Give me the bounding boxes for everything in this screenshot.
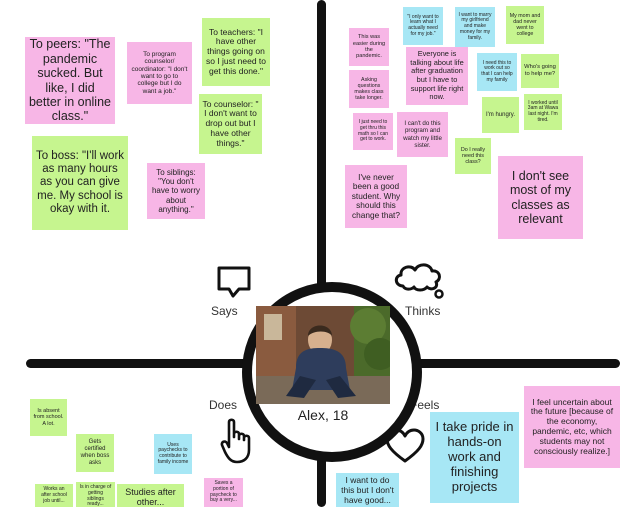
thinks-note-who-helps[interactable]: Who's going to help me? <box>521 54 559 88</box>
feels-note-want-to-do[interactable]: I want to do this but I don't have good.… <box>336 473 399 507</box>
speech-bubble-icon <box>217 266 251 298</box>
thinks-note-math[interactable]: I just need to get thru this math so I c… <box>353 113 393 150</box>
thought-cloud-icon <box>394 263 444 299</box>
thinks-note-wawa[interactable]: I worked until 3am at Wawa last night. I… <box>524 94 562 130</box>
says-note-boss[interactable]: To boss: "I'll work as many hours as you… <box>32 136 128 230</box>
feels-note-uncertain[interactable]: I feel uncertain about the future [becau… <box>524 386 620 468</box>
thinks-note-asking-questions[interactable]: Asking questions makes class take longer… <box>349 70 389 108</box>
does-note-absent[interactable]: Is absent from school. A lot. <box>30 399 67 436</box>
says-note-teachers[interactable]: To teachers: "I have other things going … <box>202 18 270 86</box>
says-note-peers[interactable]: To peers: "The pandemic sucked. But like… <box>25 37 115 124</box>
thinks-note-life-after-graduation[interactable]: Everyone is talking about life after gra… <box>406 47 468 105</box>
thinks-note-classes-relevant[interactable]: I don't see most of my classes as releva… <box>498 156 583 239</box>
thinks-note-need-class[interactable]: Do I really need this class? <box>455 138 491 174</box>
feels-label: Feels <box>410 398 440 412</box>
thinks-note-hungry[interactable]: I'm hungry. <box>482 97 519 133</box>
does-note-paychecks[interactable]: Uses paychecks to contribute to family i… <box>154 434 192 474</box>
thinks-note-parents-college[interactable]: My mom and dad never went to college <box>506 6 544 44</box>
feels-note-pride[interactable]: I take pride in hands-on work and finish… <box>430 412 519 503</box>
does-note-after-school-job[interactable]: Works an after school job until... <box>35 484 73 507</box>
says-label: Says <box>211 304 238 318</box>
thinks-note-marry[interactable]: I want to marry my girlfriend and make m… <box>455 7 495 47</box>
persona-photo <box>256 306 390 404</box>
says-note-counselor[interactable]: To counselor: " I don't want to drop out… <box>199 94 262 154</box>
vertical-axis <box>317 0 326 507</box>
says-note-program-counselor[interactable]: To program counselor/ coordinator: "I do… <box>127 42 192 104</box>
pointing-hand-icon <box>220 418 251 464</box>
thinks-note-learn-job[interactable]: "I only want to learn what I actually ne… <box>403 7 443 45</box>
does-label: Does <box>209 398 238 412</box>
says-note-siblings[interactable]: To siblings: "You don't have to worry ab… <box>147 163 205 219</box>
does-note-studies[interactable]: Studies after other... <box>117 484 184 507</box>
thinks-note-little-sister[interactable]: I can't do this program and watch my lit… <box>397 112 448 157</box>
thinks-note-help-family[interactable]: I need this to work out so that I can he… <box>477 53 517 91</box>
does-note-siblings-ready[interactable]: Is in charge of getting siblings ready..… <box>76 482 115 507</box>
does-note-certified[interactable]: Gets certified when boss asks <box>76 434 114 472</box>
thinks-note-easier-pandemic[interactable]: This was easier during the pandemic. <box>349 28 389 66</box>
thinks-note-good-student[interactable]: I've never been a good student. Why shou… <box>345 165 407 228</box>
does-note-saves[interactable]: Saves a portion of paycheck to buy a ver… <box>204 478 243 507</box>
persona-name: Alex, 18 <box>297 407 349 423</box>
thinks-label: Thinks <box>405 304 441 318</box>
